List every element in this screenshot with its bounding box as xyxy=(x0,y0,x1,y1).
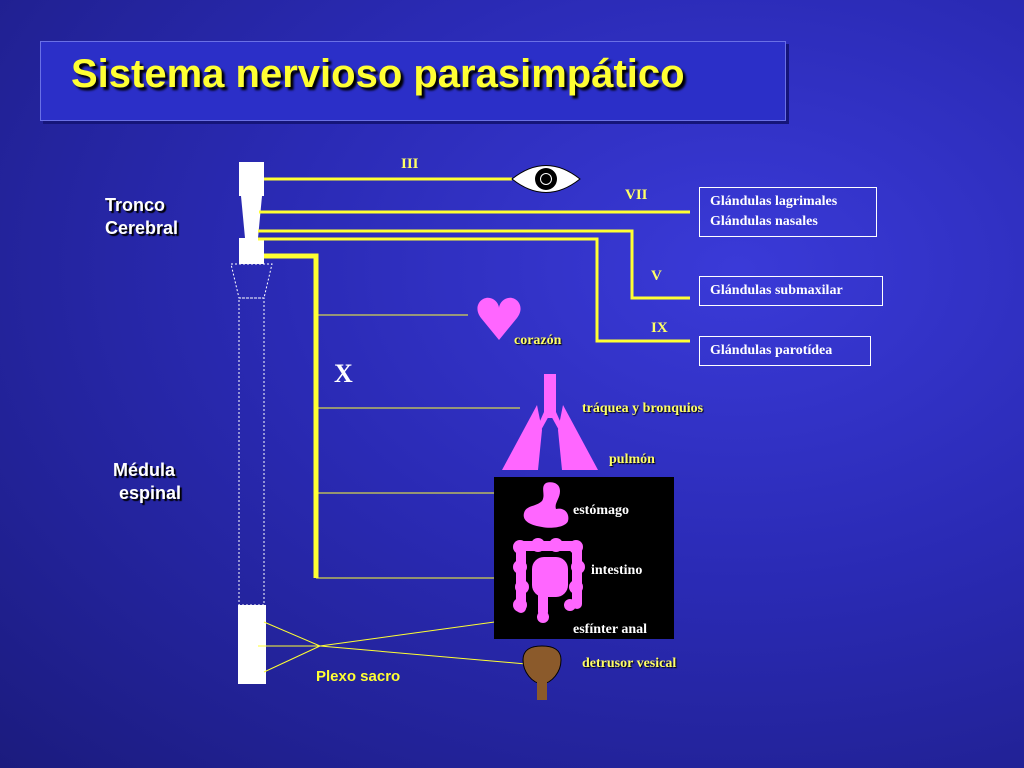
stomach-label: estómago xyxy=(573,503,629,518)
nerve-v-line xyxy=(258,229,690,300)
gi-organs xyxy=(513,482,585,623)
gland-box-parotid: Glándulas parotídea xyxy=(699,336,871,366)
eye-icon xyxy=(511,165,581,193)
page-title: Sistema nervioso parasimpático xyxy=(71,52,685,96)
gland-nasal-label: Glándulas nasales xyxy=(710,214,818,229)
intestine-label: intestino xyxy=(591,563,643,578)
gi-tract-panel xyxy=(494,477,674,639)
nerve-label-v: V xyxy=(651,268,662,284)
brainstem-label-line1: Tronco xyxy=(105,195,166,215)
bladder-label: detrusor vesical xyxy=(582,656,677,671)
nerve-label-iii: III xyxy=(401,156,419,172)
brainstem-shape xyxy=(239,162,264,264)
gland-parotid-label: Glándulas parotídea xyxy=(710,343,833,358)
spinal-label-line2: espinal xyxy=(119,483,182,503)
nerve-label-ix: IX xyxy=(651,320,668,336)
bladder-icon xyxy=(522,645,562,700)
anal-sphincter-label: esfínter anal xyxy=(573,622,648,637)
spinal-cord-label: Médula espinal xyxy=(113,459,181,505)
intestine-icon xyxy=(513,538,585,623)
spinal-cord-shape xyxy=(230,263,273,684)
nerve-ix-line xyxy=(258,237,690,343)
gland-box-lacrimal-nasal: Glándulas lagrimales Glándulas nasales xyxy=(699,187,877,237)
stomach-icon xyxy=(523,482,569,528)
nerve-x-trunk xyxy=(264,253,319,578)
heart-icon xyxy=(477,297,521,340)
gland-box-submaxilar: Glándulas submaxilar xyxy=(699,276,883,306)
sacral-plexus-label: Plexo sacro xyxy=(316,668,401,685)
gland-submaxilar-label: Glándulas submaxilar xyxy=(710,283,843,298)
lung-label: pulmón xyxy=(609,452,655,467)
title-banner: Sistema nervioso parasimpático xyxy=(40,41,786,121)
nerve-label-x: X xyxy=(334,359,353,388)
trachea-label: tráquea y bronquios xyxy=(582,401,704,416)
gland-lacrimal-label: Glándulas lagrimales xyxy=(710,194,838,209)
heart-label: corazón xyxy=(514,333,562,348)
lungs-icon xyxy=(502,374,598,470)
brainstem-label-line2: Cerebral xyxy=(105,218,179,238)
spinal-label-line1: Médula xyxy=(113,460,176,480)
brainstem-label: Tronco Cerebral xyxy=(105,194,178,240)
nerve-label-vii: VII xyxy=(625,187,648,203)
